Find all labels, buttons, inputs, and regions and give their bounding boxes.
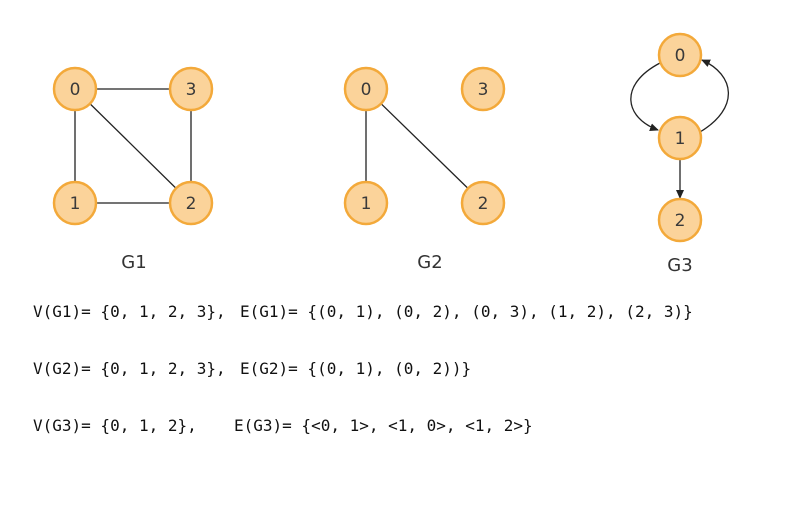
g2-node-2-label: 2: [478, 194, 489, 214]
g1-node-2-label: 2: [186, 194, 197, 214]
g2-node-0: [343, 66, 389, 112]
g2-node-3: [460, 66, 506, 112]
vertex-set-g2: V(G2)= {0, 1, 2, 3},: [33, 359, 226, 378]
g3-node-0: [657, 32, 703, 78]
vertex-set-g1: V(G1)= {0, 1, 2, 3},: [33, 302, 226, 321]
g2-edge-0-2: [365, 88, 484, 204]
edge-set-g3: E(G3)= {<0, 1>, <1, 0>, <1, 2>}: [234, 416, 533, 435]
edge-set-g2: E(G2)= {(0, 1), (0, 2))}: [240, 359, 472, 378]
g3-node-2-label: 2: [675, 211, 686, 231]
g1-node-1: [52, 180, 98, 226]
g1-node-2: [168, 180, 214, 226]
g3-label: G3: [667, 255, 692, 276]
vertex-set-g3: V(G3)= {0, 1, 2},: [33, 416, 197, 435]
g2-label: G2: [417, 252, 442, 273]
edge-set-g1: E(G1)= {(0, 1), (0, 2), (0, 3), (1, 2), …: [240, 302, 693, 321]
g2-node-1-label: 1: [361, 194, 372, 214]
g3-node-1-label: 1: [675, 129, 686, 149]
g1-node-0-label: 0: [70, 80, 81, 100]
g1-node-3-label: 3: [186, 80, 197, 100]
g2-node-2: [460, 180, 506, 226]
g1-node-3: [168, 66, 214, 112]
g1-edge-0-2: [74, 88, 192, 204]
g1-node-0: [52, 66, 98, 112]
g1-label: G1: [121, 252, 146, 273]
g2-node-1: [343, 180, 389, 226]
g2-node-3-label: 3: [478, 80, 489, 100]
g2-node-0-label: 0: [361, 80, 372, 100]
g3-node-2: [657, 197, 703, 243]
g3-arc-0-1: [630, 62, 661, 132]
g3-arc-1-0: [699, 59, 729, 133]
g3-node-1: [657, 115, 703, 161]
g1-node-1-label: 1: [70, 194, 81, 214]
g3-node-0-label: 0: [675, 46, 686, 66]
